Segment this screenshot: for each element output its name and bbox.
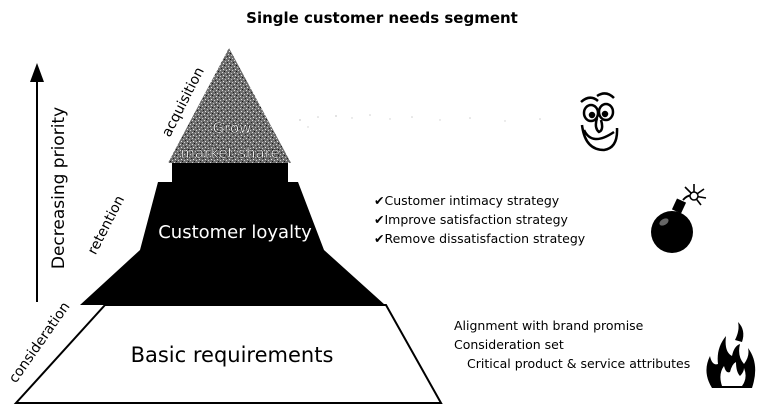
retention-label: retention [85,193,128,257]
smiley-face-icon [580,92,619,152]
list-item: Consideration set [454,337,564,352]
check-icon: ✔ [374,193,385,208]
speckle-dots [299,114,541,128]
diagram-title: Single customer needs segment [246,9,518,27]
bomb-icon [651,184,707,253]
priority-axis [30,63,44,302]
check-icon: ✔ [374,231,385,246]
list-item: Alignment with brand promise [454,318,644,333]
list-item: ✔Customer intimacy strategy [374,193,560,208]
basic-requirements-list: Alignment with brand promise Considerati… [454,316,690,373]
bottom-tier-basic-requirements [13,304,443,404]
top-tier-grow-market-share [168,48,291,163]
fire-icon [706,322,756,388]
strategies-list: ✔Customer intimacy strategy ✔Improve sat… [374,191,585,248]
top-tier-label-line2: market share [180,144,280,162]
top-tier-label-line1: Grow [213,119,252,137]
middle-tier-label: Customer loyalty [158,222,312,243]
bottom-tier-label: Basic requirements [131,343,334,367]
check-icon: ✔ [374,212,385,227]
list-item: Critical product & service attributes [467,356,691,371]
middle-tier-customer-loyalty [80,182,385,305]
axis-label: Decreasing priority [49,107,69,269]
list-item: ✔Improve satisfaction strategy [374,212,568,227]
list-item: ✔Remove dissatisfaction strategy [374,231,586,246]
